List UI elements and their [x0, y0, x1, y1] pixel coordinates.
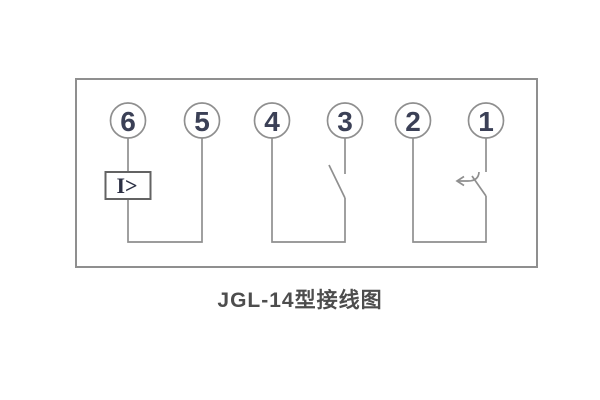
terminal-3-number: 3 [337, 106, 353, 137]
overcurrent-element-box [104, 171, 152, 200]
contact-blade-4-3-icon [328, 164, 346, 199]
terminal-2: 2 [394, 102, 432, 139]
terminal-6: 6 [109, 102, 147, 139]
wire-loop-terminals-2-1 [412, 138, 487, 243]
terminal-3: 3 [326, 102, 364, 139]
terminal-5-circle [183, 102, 221, 139]
terminal-5: 5 [183, 102, 221, 139]
terminal-6-circle [109, 102, 147, 139]
terminal-4: 4 [253, 102, 291, 139]
return-arrow-shaft-icon [458, 171, 480, 182]
terminal-6-number: 6 [120, 106, 136, 137]
diagram-frame [75, 78, 538, 268]
terminal-2-number: 2 [405, 106, 421, 137]
terminal-1-circle [467, 102, 505, 139]
terminal-4-number: 4 [264, 106, 280, 137]
diagram-caption: JGL-14型接线图 [217, 289, 383, 312]
terminal-1: 1 [467, 102, 505, 139]
terminal-2-circle [394, 102, 432, 139]
wire-loop-terminals-4-3 [271, 138, 346, 243]
terminal-3-circle [326, 102, 364, 139]
terminal-4-circle [253, 102, 291, 139]
terminal-1-number: 1 [478, 106, 494, 137]
overcurrent-element-label: I> [116, 173, 137, 198]
terminal-5-number: 5 [194, 106, 210, 137]
return-arrow-head-icon [455, 175, 465, 187]
